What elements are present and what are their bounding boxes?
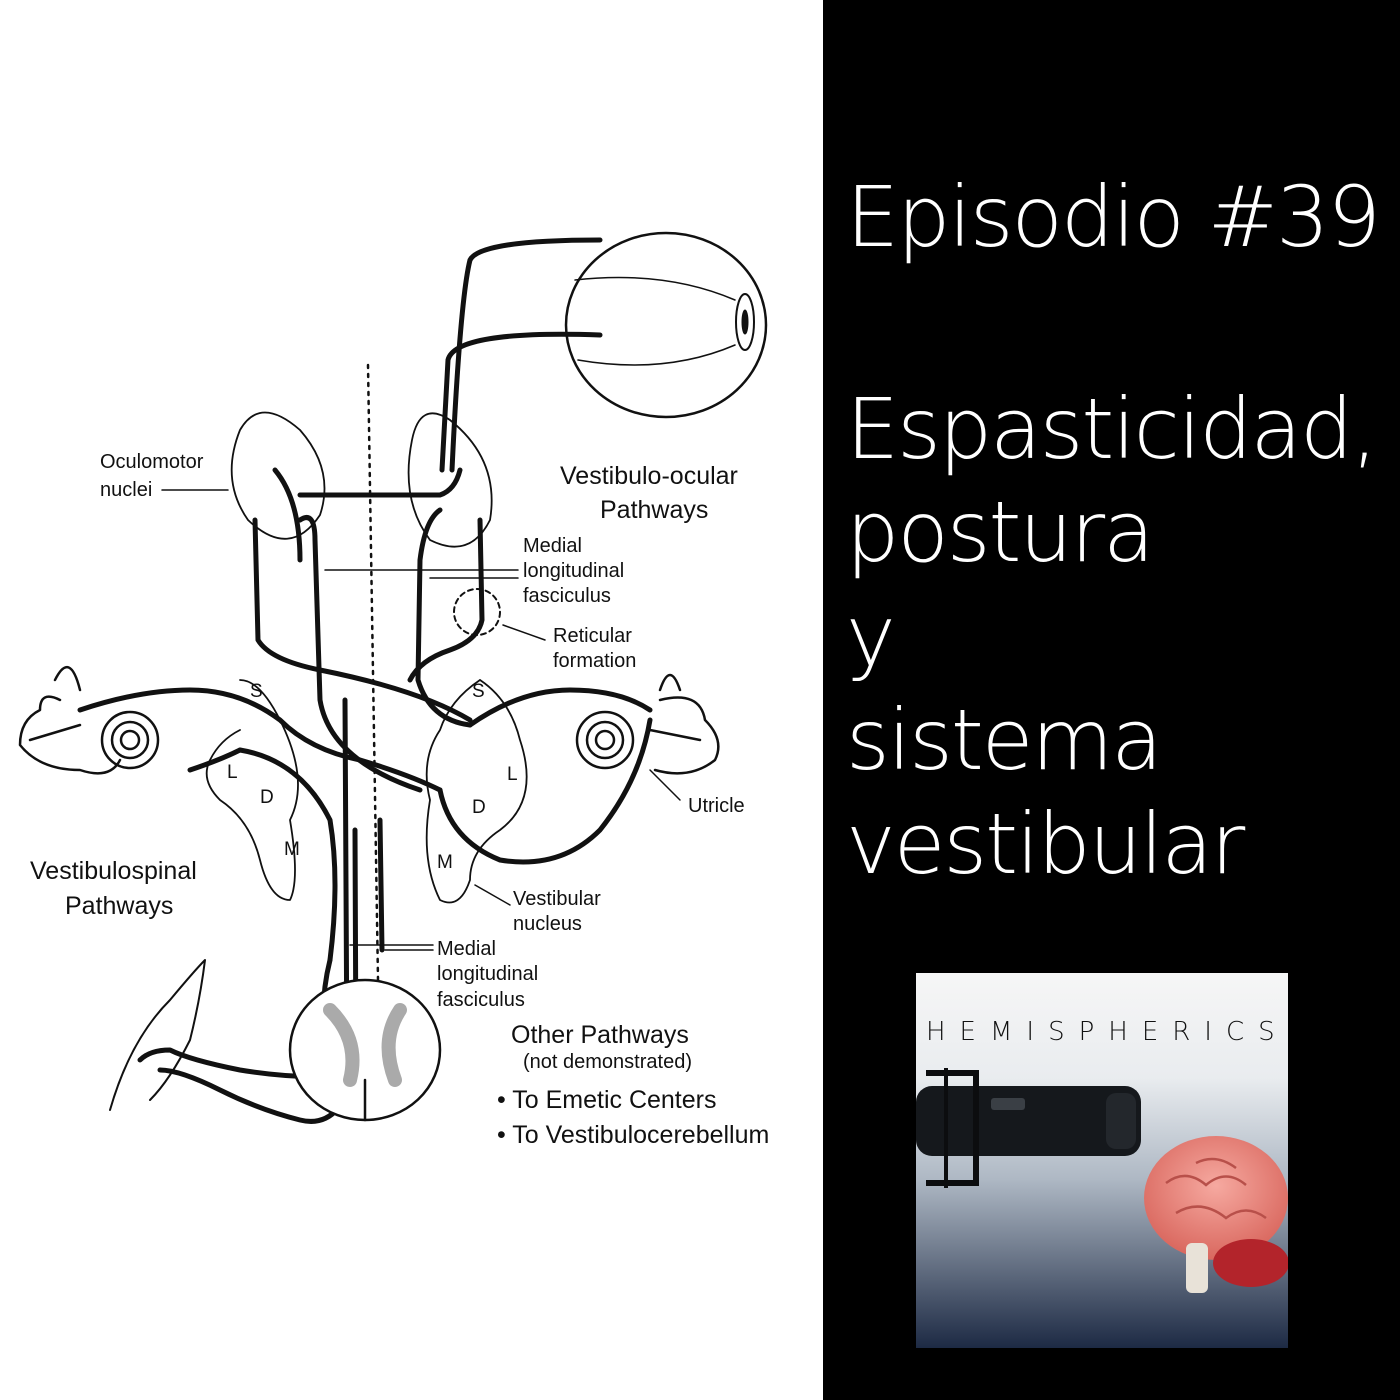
- inner-ear-left: [18, 666, 160, 775]
- label-other-2: (not demonstrated): [523, 1051, 692, 1073]
- diagram-panel: Oculomotor nuclei Vestibulo-ocular Pathw…: [0, 0, 823, 1400]
- label-bullet-2: • To Vestibulocerebellum: [497, 1121, 769, 1149]
- nucleus-l-right: L: [507, 764, 518, 785]
- spinal-cord-section: [288, 978, 442, 1122]
- brain-model-icon: [1144, 1136, 1288, 1293]
- label-vnuc-1: Vestibular: [513, 888, 601, 910]
- episode-title-line-3: y: [846, 587, 896, 685]
- label-oculomotor-2: nuclei: [100, 479, 152, 501]
- podcast-cover-art: [916, 973, 1288, 1348]
- label-utricle: Utricle: [688, 795, 745, 817]
- episode-title-line-2: postura: [846, 483, 1155, 581]
- nucleus-d-left: D: [260, 787, 274, 808]
- oculomotor-nucleus-left: [230, 411, 326, 540]
- eyeball-illustration: [564, 231, 768, 419]
- vestibular-nucleus-left: [205, 679, 299, 901]
- label-mlf-top-1: Medial: [523, 535, 582, 557]
- episode-title-line-4: sistema: [846, 691, 1163, 789]
- leader-lines: [161, 489, 681, 951]
- midline-dotted: [366, 363, 380, 982]
- nucleus-m-right: M: [437, 852, 453, 873]
- muscle-illustration: [109, 959, 206, 1111]
- episode-title-line-1: Espasticidad,: [846, 380, 1378, 478]
- label-oculomotor-1: Oculomotor: [100, 451, 204, 473]
- vestibular-nucleus-right: [425, 679, 528, 904]
- nucleus-d-right: D: [472, 797, 486, 818]
- label-vs-2: Pathways: [65, 892, 173, 920]
- microphone-icon: [916, 1068, 1141, 1188]
- vestibular-pathways-diagram: Oculomotor nuclei Vestibulo-ocular Pathw…: [18, 231, 769, 1149]
- nucleus-s-right: S: [472, 681, 485, 702]
- label-mlf-top-3: fasciculus: [523, 585, 611, 607]
- label-vnuc-2: nucleus: [513, 913, 582, 935]
- label-vs-1: Vestibulospinal: [30, 857, 197, 885]
- label-mlf-bot-2: longitudinal: [437, 963, 538, 985]
- reticular-formation-circle: [453, 588, 501, 636]
- episode-number: Episodio #39: [846, 168, 1381, 266]
- nucleus-m-left: M: [284, 839, 300, 860]
- podcast-brand-name: HEMISPHERICS: [926, 1017, 1289, 1047]
- label-mlf-bot-3: fasciculus: [437, 989, 525, 1011]
- label-vo-1: Vestibulo-ocular: [560, 462, 738, 490]
- label-other-1: Other Pathways: [511, 1021, 689, 1049]
- inner-ear-right: [575, 673, 720, 775]
- nucleus-l-left: L: [227, 762, 238, 783]
- label-mlf-top-2: longitudinal: [523, 560, 624, 582]
- label-mlf-bot-1: Medial: [437, 938, 496, 960]
- nucleus-s-left: S: [250, 681, 263, 702]
- oculomotor-nucleus-right: [407, 412, 493, 548]
- label-reticular-2: formation: [553, 650, 636, 672]
- label-reticular-1: Reticular: [553, 625, 632, 647]
- episode-title-line-5: vestibular: [846, 795, 1245, 893]
- label-bullet-1: • To Emetic Centers: [497, 1086, 716, 1114]
- label-vo-2: Pathways: [600, 496, 708, 524]
